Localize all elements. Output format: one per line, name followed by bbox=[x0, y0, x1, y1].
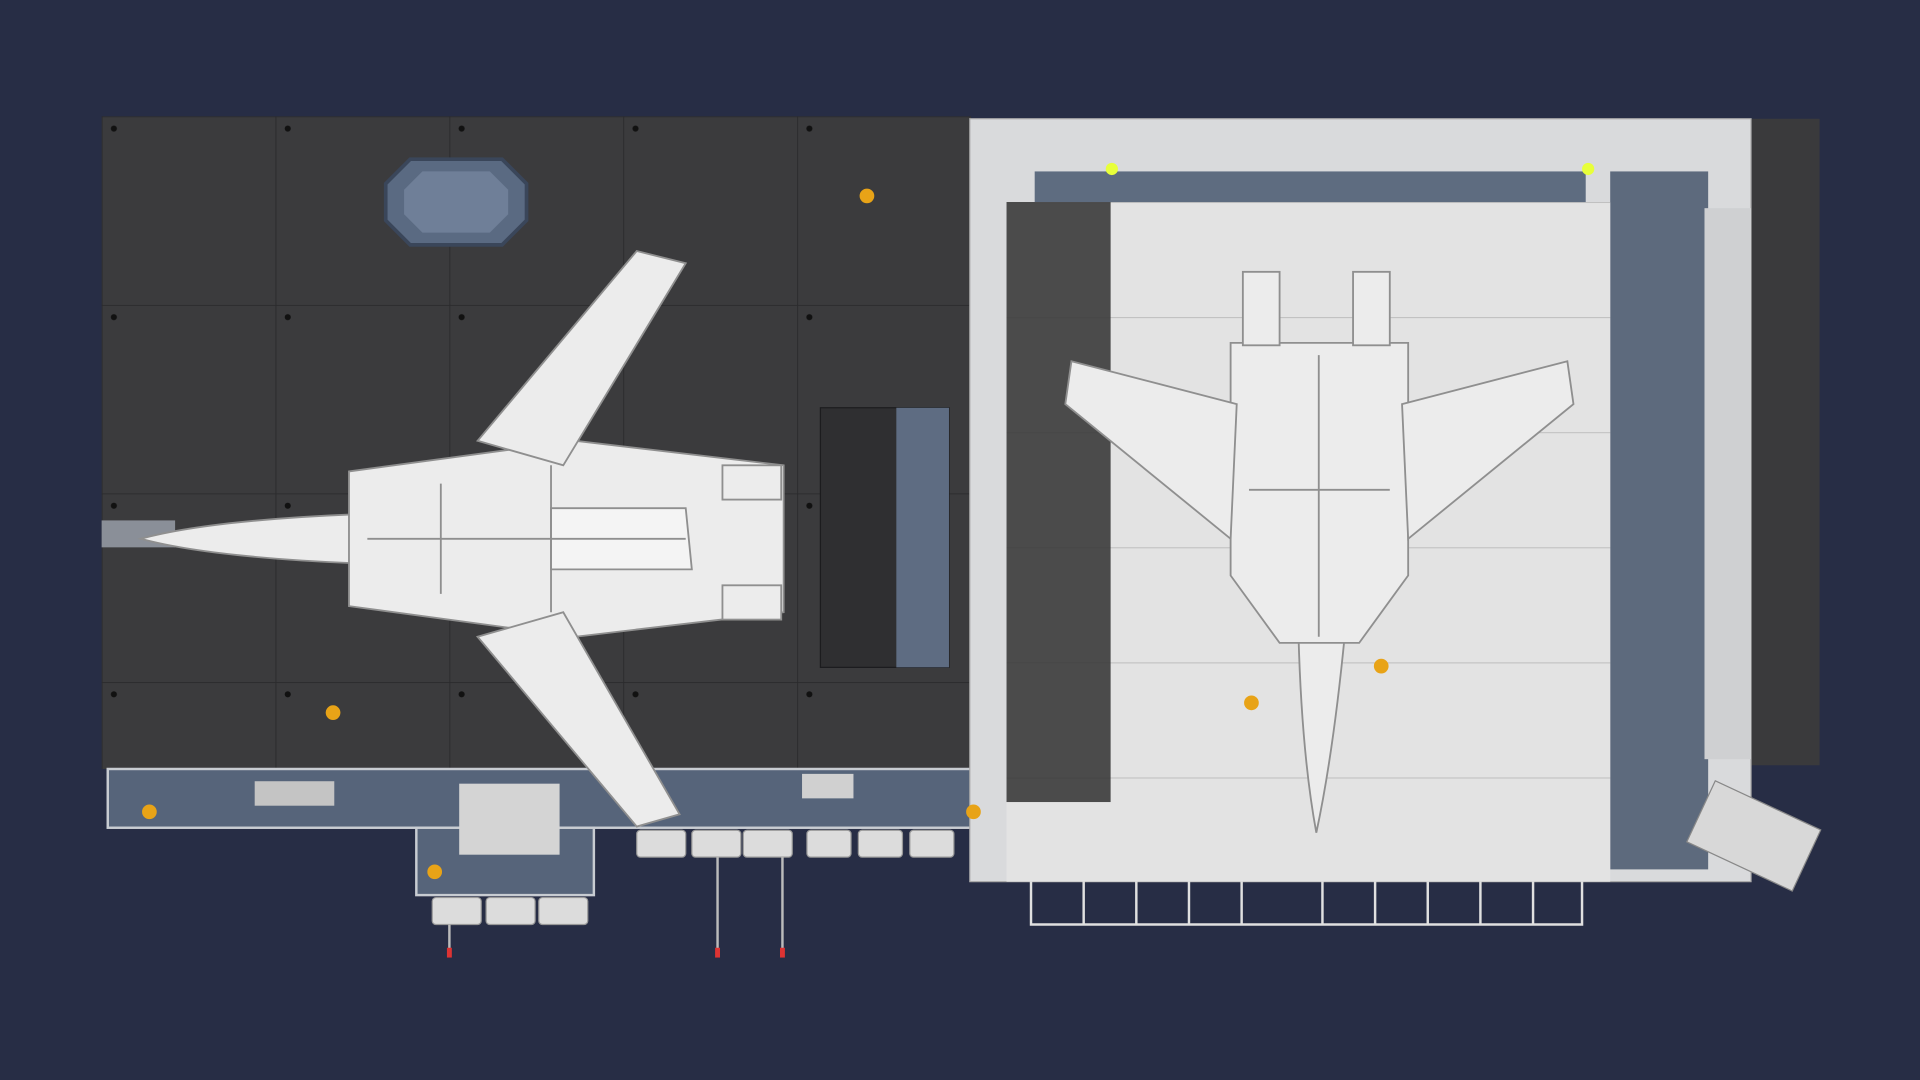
walkway bbox=[106, 767, 1009, 958]
warning-light bbox=[1582, 162, 1595, 176]
aircraft-icon bbox=[1064, 270, 1575, 833]
aircraft-icon bbox=[137, 249, 785, 828]
crew-figure-icon bbox=[142, 188, 1389, 880]
warning-light bbox=[1105, 162, 1118, 176]
